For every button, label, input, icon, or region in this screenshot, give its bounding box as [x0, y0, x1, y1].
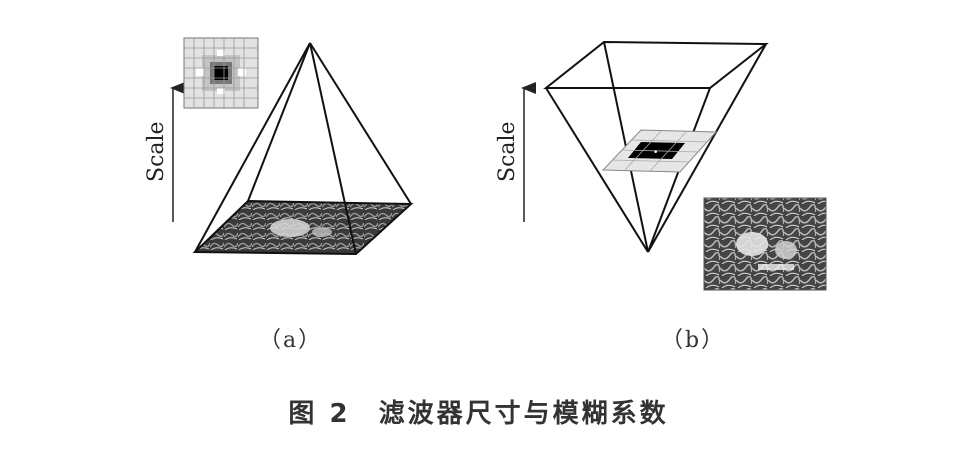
- scale-label-b: Scale: [495, 121, 520, 182]
- caption-number: 图 2: [288, 399, 351, 429]
- panel-a: Scale: [144, 37, 414, 256]
- panel-b-label: （b）: [661, 328, 726, 353]
- filter-kernel-a: [183, 37, 259, 109]
- caption-text: 滤波器尺寸与模糊系数: [378, 399, 669, 429]
- svg-text:•: •: [653, 148, 658, 158]
- side-image-b: [703, 197, 827, 291]
- panel-b: Scale •: [495, 40, 827, 291]
- figure-caption: 图 2 滤波器尺寸与模糊系数: [0, 393, 957, 430]
- pyramid-edges-a: [194, 42, 412, 255]
- panel-a-label: （a）: [259, 328, 323, 353]
- filter-slice-b: •: [601, 129, 718, 173]
- scale-label-a: Scale: [144, 121, 169, 182]
